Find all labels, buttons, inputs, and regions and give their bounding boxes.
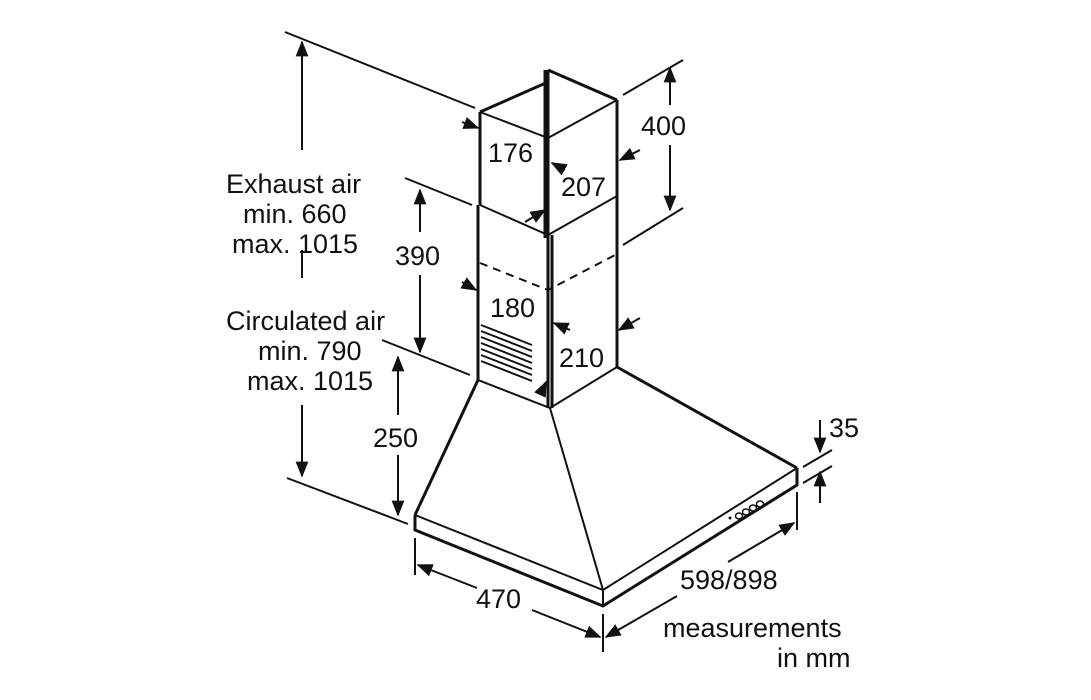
exhaust-max-label: max. 1015	[232, 229, 358, 259]
dimension-250: 250	[373, 423, 418, 453]
exhaust-air-label: Exhaust air	[226, 169, 361, 199]
dimension-180: 180	[490, 293, 535, 323]
dimension-470: 470	[476, 584, 521, 614]
dimension-labels: Exhaust air min. 660 max. 1015 Circulate…	[226, 111, 859, 673]
dimension-35: 35	[829, 413, 859, 443]
canopy	[413, 365, 799, 608]
units-label-line2: in mm	[777, 643, 851, 673]
units-label-line1: measurements	[663, 613, 842, 643]
dimension-400: 400	[641, 111, 686, 141]
circulated-min-label: min. 790	[258, 336, 362, 366]
dimension-210: 210	[559, 343, 604, 373]
circulated-max-label: max. 1015	[247, 366, 373, 396]
control-knobs-icon	[728, 500, 765, 520]
dimension-207: 207	[561, 172, 606, 202]
dimension-lines	[284, 31, 833, 652]
dimension-width: 598/898	[680, 565, 778, 595]
vent-grille-icon	[480, 324, 533, 382]
dimension-390: 390	[395, 241, 440, 271]
exhaust-min-label: min. 660	[243, 199, 347, 229]
circulated-air-label: Circulated air	[226, 306, 385, 336]
dimension-176: 176	[488, 138, 533, 168]
